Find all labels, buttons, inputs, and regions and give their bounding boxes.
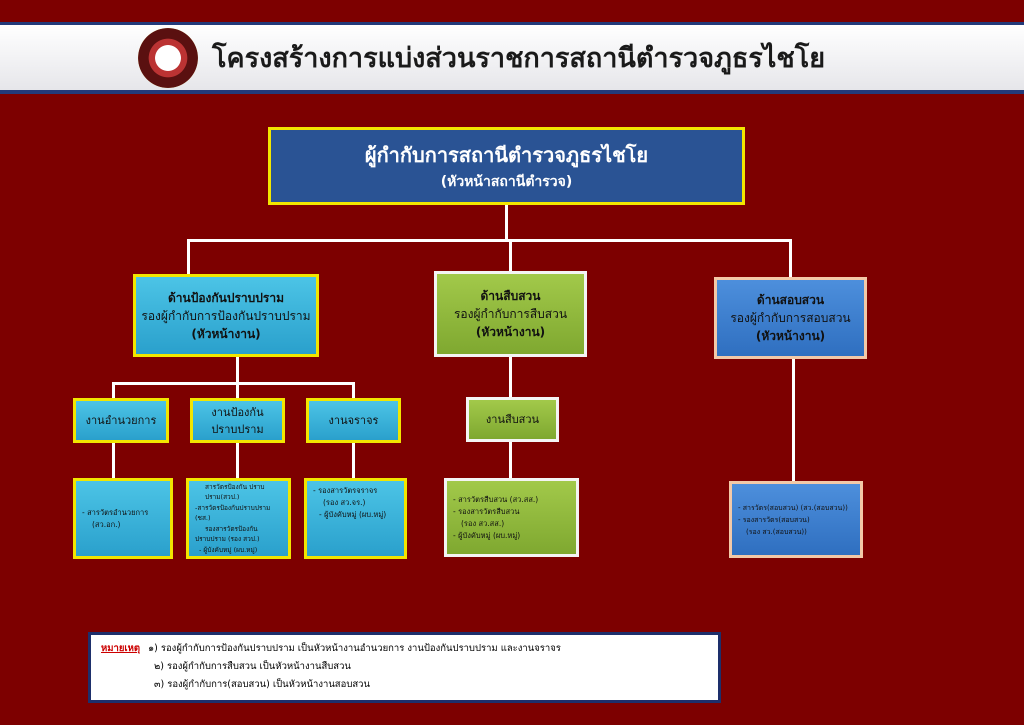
connector xyxy=(792,358,795,482)
division-head: รองผู้กำกับการป้องกันปราบปราม xyxy=(141,308,311,323)
detail-line: - สารวัตรอำนวยการ xyxy=(82,507,149,517)
connector xyxy=(112,382,355,385)
division-inquiry: ด้านสอบสวน รองผู้กำกับการสอบสวน (หัวหน้า… xyxy=(714,277,867,359)
detail-line: - สารวัตรสืบสวน (สว.สส.) xyxy=(453,494,539,504)
detail-line: (ชส.) xyxy=(195,514,211,523)
detail-line: - ผู้บังคับหมู่ (ผบ.หมู่) xyxy=(453,530,521,540)
unit-label: งานสืบสวน xyxy=(485,413,540,426)
detail-line: สารวัตรป้องกัน ปราบปราม(สวป.) xyxy=(205,482,265,502)
connector xyxy=(789,239,792,278)
detail-line: (รอง สว.(สอบสวน)) xyxy=(746,527,807,536)
unit-traffic: งานจราจร xyxy=(306,398,401,443)
division-suppression: ด้านป้องกันปราบปราม รองผู้กำกับการป้องกั… xyxy=(133,274,319,357)
division-head: รองผู้กำกับการสืบสวน xyxy=(453,307,568,321)
connector xyxy=(112,442,115,479)
note-box: หมายเหตุ ๑) รองผู้กำกับการป้องกันปราบปราม… xyxy=(88,632,721,703)
detail-suppression: สารวัตรป้องกัน ปราบปราม(สวป.) -สารวัตรป้… xyxy=(186,478,291,559)
detail-line: - รองสารวัตรสืบสวน xyxy=(453,506,520,516)
detail-line: - สารวัตร(สอบสวน) (สว.(สอบสวน)) xyxy=(738,503,848,512)
detail-line: (รอง สว.สส.) xyxy=(461,518,505,528)
note-label: หมายเหตุ xyxy=(101,643,141,654)
connector xyxy=(352,442,355,479)
division-role: (หัวหน้างาน) xyxy=(475,325,546,339)
detail-line: -สารวัตรป้องกันปราบปราม xyxy=(195,503,271,512)
connector xyxy=(352,382,355,399)
division-role: (หัวหน้างาน) xyxy=(755,329,826,343)
connector xyxy=(509,441,512,479)
detail-line: (รอง สว.จร.) xyxy=(323,498,366,507)
division-role: (หัวหน้างาน) xyxy=(191,326,261,341)
connector xyxy=(236,442,239,479)
superintendent-title: ผู้กำกับการสถานีตำรวจภูธรไชโย xyxy=(364,143,649,167)
connector xyxy=(236,382,239,399)
detail-line: - รองสารวัตร(สอบสวน) xyxy=(738,515,810,524)
detail-line: - ผู้บังคับหมู่ (ผบ.หมู่) xyxy=(319,510,387,519)
connector xyxy=(187,239,190,275)
detail-traffic: - รองสารวัตรจราจร (รอง สว.จร.) - ผู้บังค… xyxy=(304,478,407,559)
note-line: ๑) รองผู้กำกับการป้องกันปราบปราม เป็นหัว… xyxy=(148,643,561,654)
division-investigation: ด้านสืบสวน รองผู้กำกับการสืบสวน (หัวหน้า… xyxy=(434,271,587,357)
connector xyxy=(236,356,239,384)
unit-label: งานอำนวยการ xyxy=(85,414,157,427)
division-name: ด้านสอบสวน xyxy=(756,293,825,307)
detail-line: ปราบปราม (รอง สวป.) xyxy=(195,535,260,544)
division-name: ด้านสืบสวน xyxy=(480,289,541,303)
unit-suppression: งานป้องกันปราบปราม xyxy=(190,398,285,443)
superintendent-box: ผู้กำกับการสถานีตำรวจภูธรไชโย (หัวหน้าสถ… xyxy=(268,127,745,205)
police-logo xyxy=(138,28,198,88)
connector xyxy=(505,205,508,241)
detail-line: (สว.อก.) xyxy=(92,519,121,529)
connector xyxy=(509,239,512,272)
connector xyxy=(187,239,791,242)
detail-line: - รองสารวัตรจราจร xyxy=(313,486,378,495)
unit-admin: งานอำนวยการ xyxy=(73,398,169,443)
superintendent-subtitle: (หัวหน้าสถานีตำรวจ) xyxy=(440,174,573,190)
detail-inquiry: - สารวัตร(สอบสวน) (สว.(สอบสวน)) - รองสาร… xyxy=(729,481,863,558)
unit-label: งานจราจร xyxy=(328,414,379,427)
detail-line: - ผู้บังคับหมู่ (ผบ.หมู่) xyxy=(199,545,258,554)
connector xyxy=(112,382,115,399)
note-line: ๒) รองผู้กำกับการสืบสวน เป็นหัวหน้างานสื… xyxy=(154,661,351,672)
division-name: ด้านป้องกันปราบปราม xyxy=(167,290,284,305)
detail-investigation: - สารวัตรสืบสวน (สว.สส.) - รองสารวัตรสืบ… xyxy=(444,478,579,557)
page-title: โครงสร้างการแบ่งส่วนราชการสถานีตำรวจภูธร… xyxy=(212,43,826,74)
unit-investigation: งานสืบสวน xyxy=(466,397,559,442)
division-head: รองผู้กำกับการสอบสวน xyxy=(730,311,851,325)
note-line: ๓) รองผู้กำกับการ(สอบสวน) เป็นหัวหน้างาน… xyxy=(154,679,370,690)
detail-line: รองสารวัตรป้องกัน xyxy=(205,524,258,533)
unit-label: งานป้องกันปราบปราม xyxy=(211,405,264,436)
detail-admin: - สารวัตรอำนวยการ (สว.อก.) xyxy=(73,478,173,559)
connector xyxy=(509,356,512,398)
